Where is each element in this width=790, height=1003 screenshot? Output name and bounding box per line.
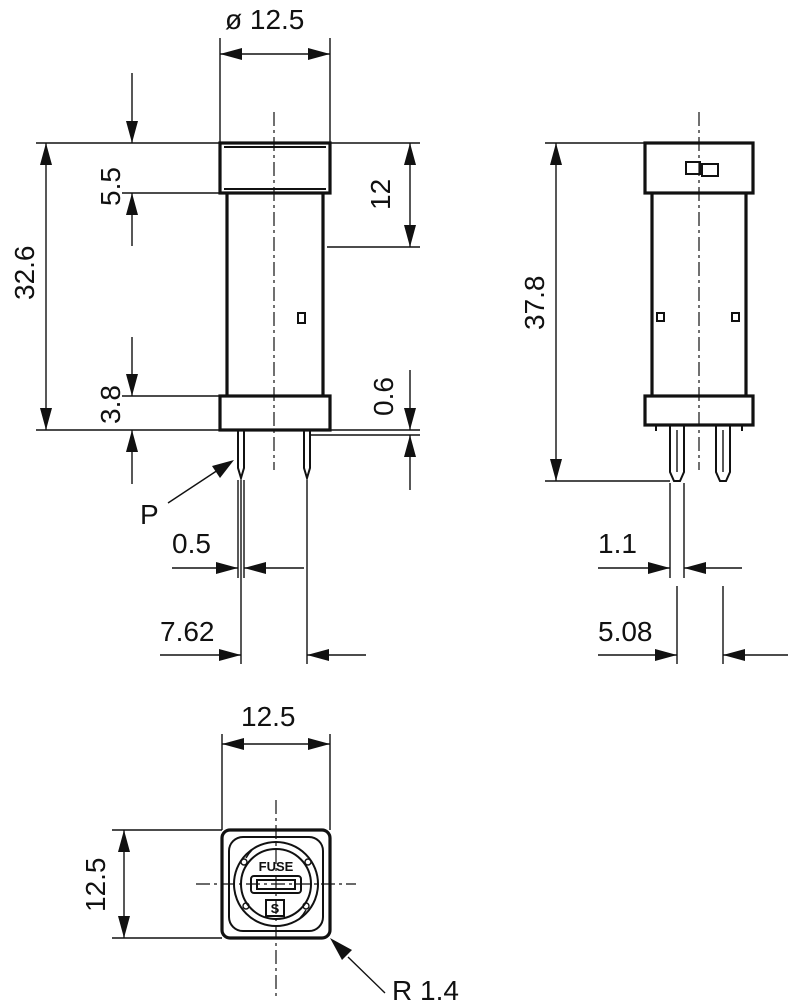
side-pin-left (237, 430, 245, 482)
top-view: FUSE S 12.5 12.5 R 1.4 (80, 701, 459, 1003)
front-cap-mark (685, 161, 701, 175)
side-base-height-label: 3.8 (95, 385, 126, 424)
side-window (297, 312, 306, 324)
front-pin-left (669, 425, 685, 482)
pin-width-label: 0.5 (172, 528, 211, 559)
side-cap-right-label: 12 (365, 179, 396, 210)
top-height-label: 12.5 (80, 858, 111, 913)
front-pin-pitch-label: 5.08 (598, 616, 653, 647)
logo-text: S (271, 901, 280, 916)
side-cap (218, 141, 332, 195)
front-pin-right (715, 425, 731, 482)
fuse-text: FUSE (259, 859, 294, 874)
side-pin-right (303, 430, 311, 482)
radius-label: R 1.4 (392, 975, 459, 1003)
side-height-total-label: 32.6 (9, 246, 40, 301)
side-view: ø 12.5 32.6 5.5 3.8 12 (9, 4, 420, 664)
top-slot (250, 875, 302, 894)
front-height-total-label: 37.8 (519, 276, 550, 331)
pin-pitch-label: 7.62 (160, 616, 215, 647)
pin-label: P (140, 499, 159, 530)
front-view: 37.8 1.1 5.08 (519, 112, 788, 664)
side-cap-height-label: 5.5 (95, 167, 126, 206)
side-gap-label: 0.6 (368, 377, 399, 416)
logo-box (265, 899, 285, 917)
side-base (218, 394, 332, 432)
side-diameter-label: ø 12.5 (225, 4, 304, 35)
top-width-label: 12.5 (241, 701, 296, 732)
front-pin-width-label: 1.1 (598, 528, 637, 559)
